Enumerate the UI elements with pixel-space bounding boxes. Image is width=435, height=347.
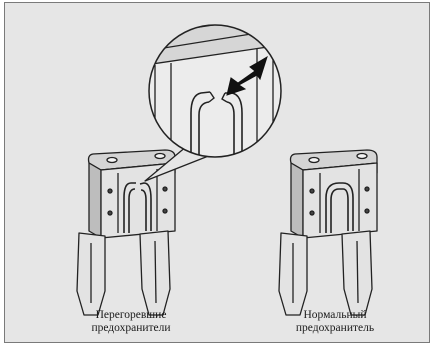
blown-fuses-caption: Перегоревшие предохранители (61, 309, 201, 335)
fuse-illustration (5, 3, 431, 344)
normal-caption-line1: Нормальный (265, 309, 405, 322)
figure-frame: Перегоревшие предохранители Нормальный п… (4, 2, 430, 343)
blown-caption-line2: предохранители (61, 322, 201, 335)
normal-caption-line2: предохранитель (265, 322, 405, 335)
blown-caption-line1: Перегоревшие (61, 309, 201, 322)
magnifier-callout (145, 13, 295, 163)
normal-fuse-caption: Нормальный предохранитель (265, 309, 405, 335)
normal-fuse (279, 150, 377, 315)
